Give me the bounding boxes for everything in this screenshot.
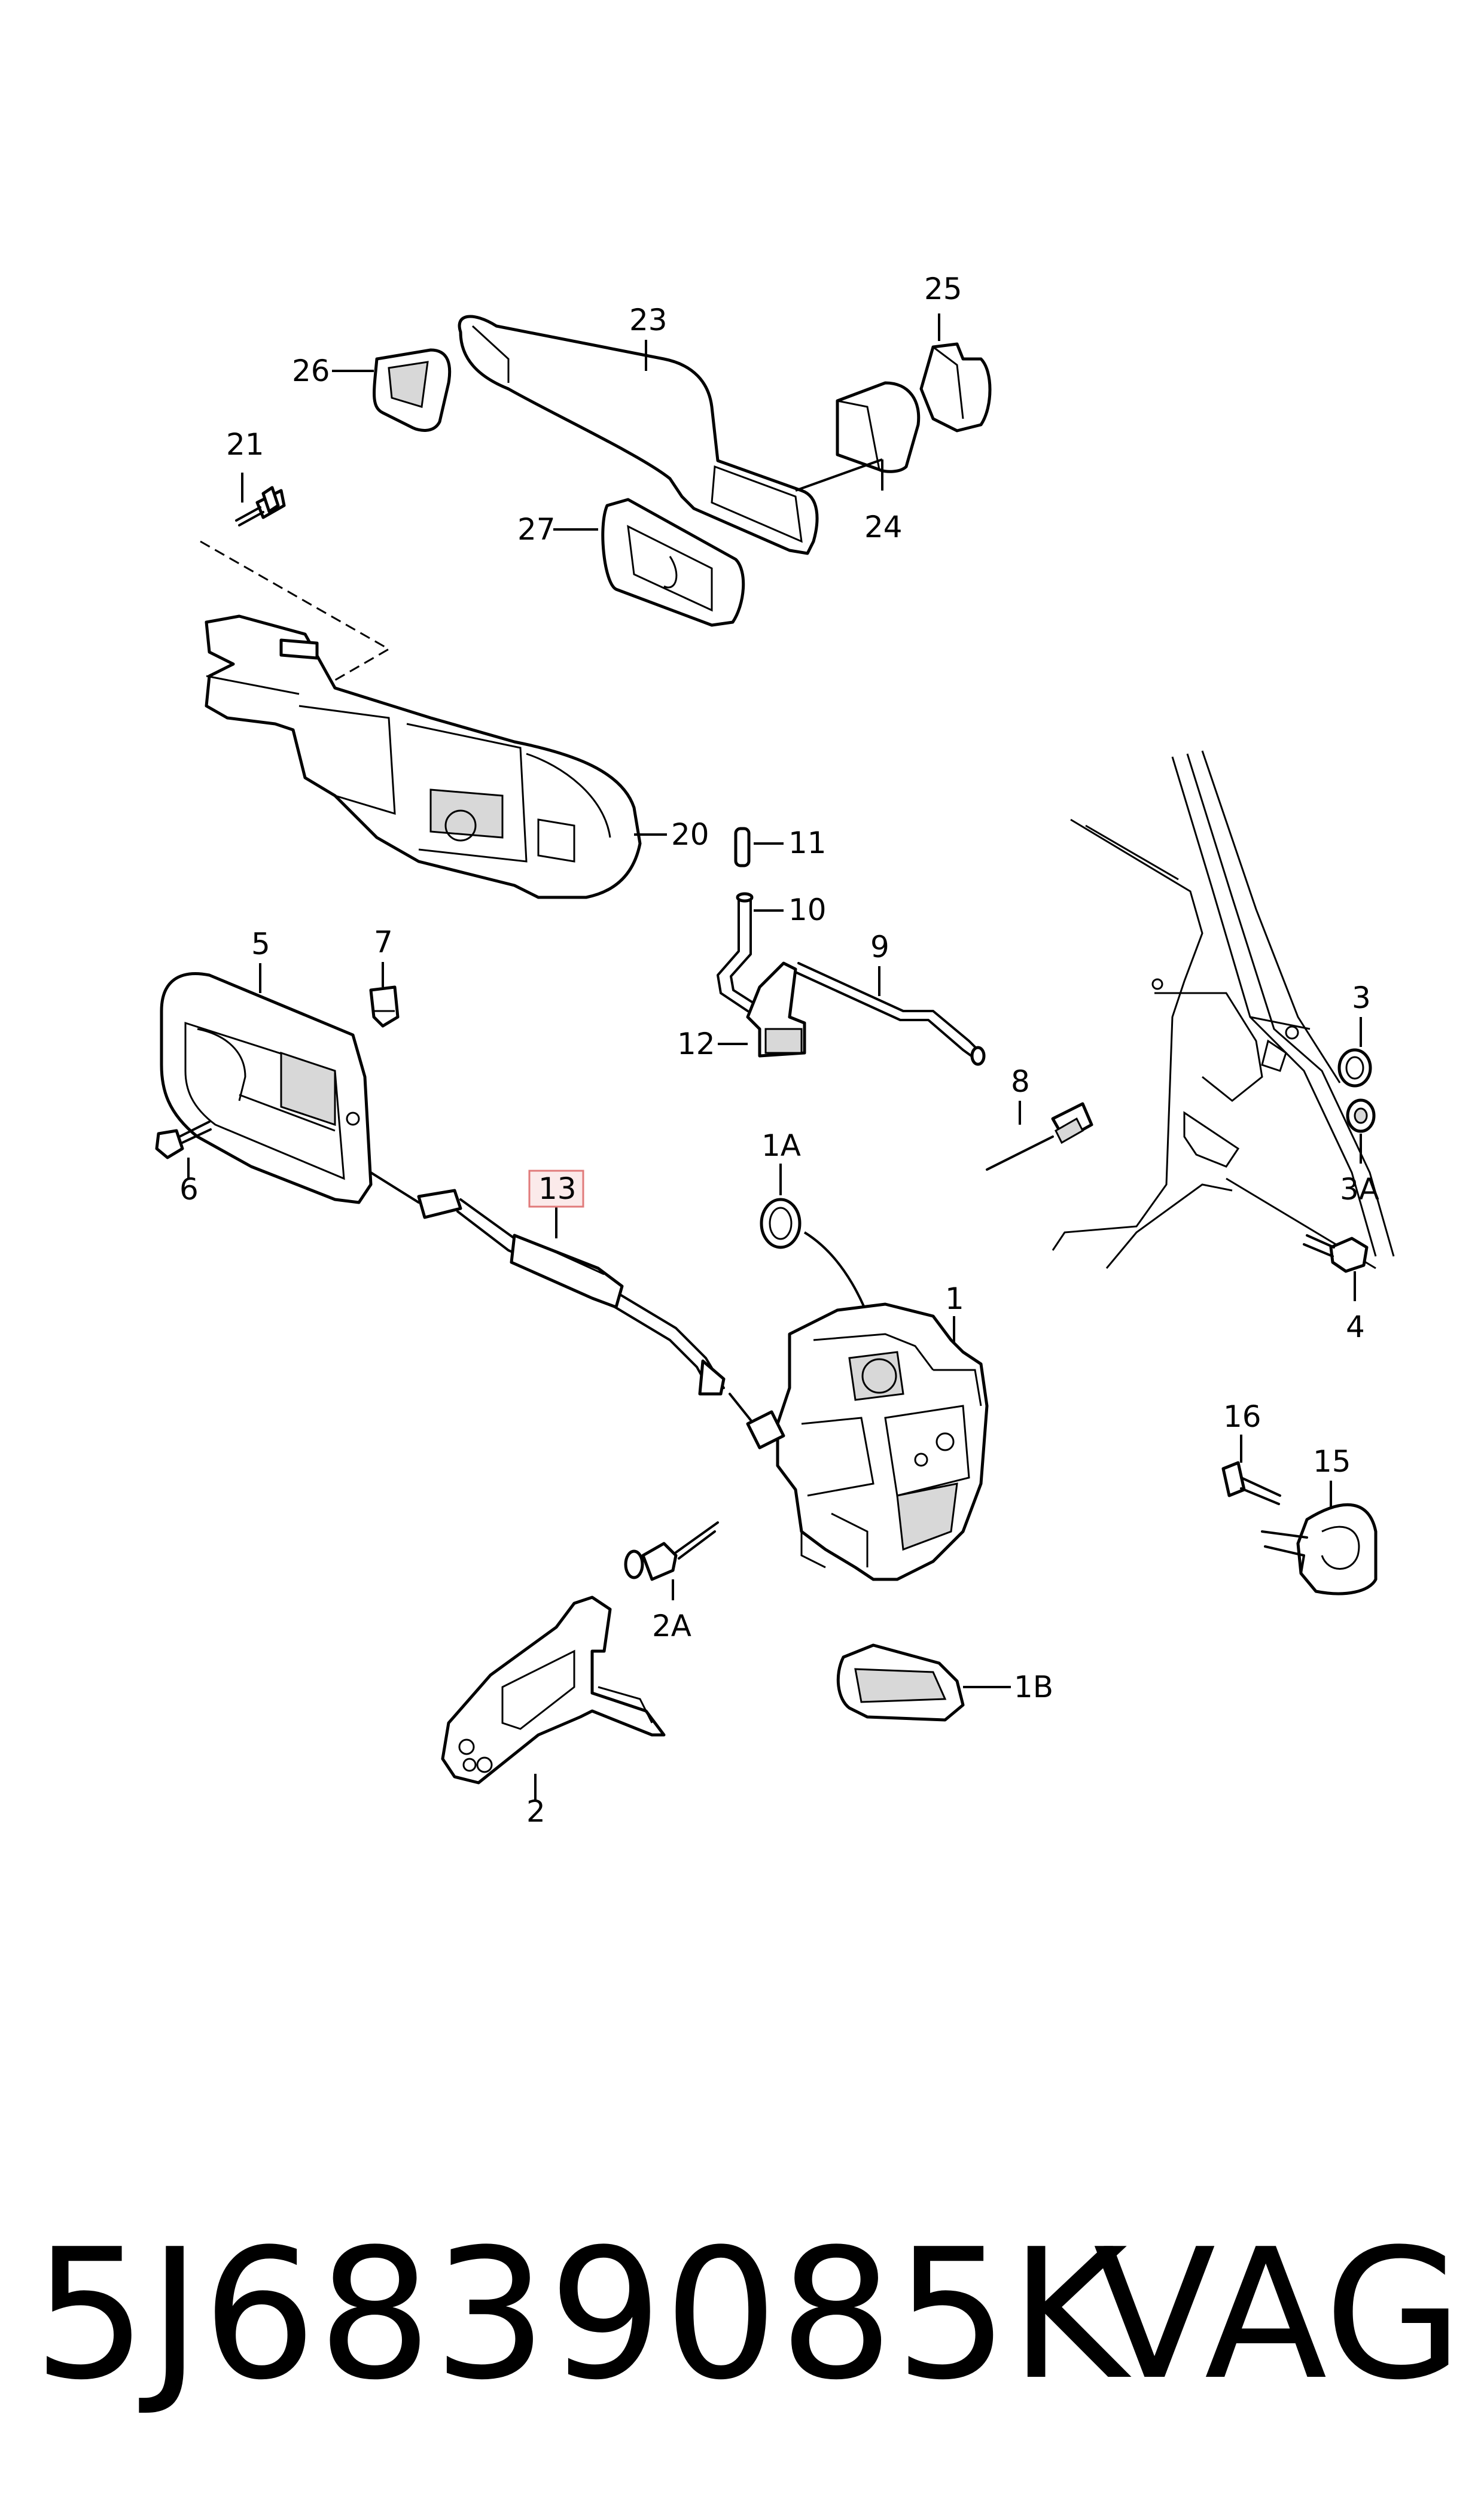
callout-10: 10	[788, 893, 827, 927]
callout-8: 8	[1011, 1064, 1030, 1099]
o-ring-3	[1337, 1048, 1372, 1088]
callout-26: 26	[292, 354, 330, 388]
pin-11	[734, 827, 751, 867]
callout-4: 4	[1346, 1310, 1365, 1344]
striker-15	[1261, 1503, 1378, 1596]
callout-13: 13	[538, 1171, 577, 1206]
callout-24: 24	[864, 510, 903, 544]
callout-1A: 1A	[761, 1128, 801, 1163]
callout-25: 25	[924, 272, 962, 306]
highlight-box-13	[528, 1170, 584, 1208]
switch-8	[986, 1102, 1093, 1171]
bolt-16	[1221, 1461, 1281, 1505]
clip-7	[369, 985, 400, 1028]
plug-2A	[624, 1521, 719, 1581]
bracket-2	[441, 1596, 666, 1785]
o-ring-1A	[760, 1198, 802, 1249]
callout-1: 1	[945, 1281, 964, 1316]
lever-12	[746, 961, 806, 1058]
callout-2: 2	[526, 1794, 546, 1829]
callout-16: 16	[1223, 1399, 1261, 1434]
screw-6	[155, 1121, 212, 1159]
callout-1B: 1B	[1014, 1670, 1053, 1704]
callout-labels: 25 23 26 21 24 27 20 11 10 9 7 5 12 8 3 …	[179, 272, 1379, 1829]
callout-3A: 3A	[1340, 1172, 1379, 1207]
exploded-parts-diagram: 25 23 26 21 24 27 20 11 10 9 7 5 12 8 3 …	[155, 272, 1395, 1829]
door-lock-assembly	[746, 1302, 989, 1581]
part-number: 5J6839085K	[33, 2211, 1129, 2419]
callout-12: 12	[677, 1027, 715, 1061]
washer-3A	[1346, 1098, 1376, 1133]
screw-21	[235, 486, 286, 526]
rod-9	[794, 962, 986, 1066]
callout-20: 20	[671, 817, 709, 852]
inner-door-handle	[160, 972, 373, 1204]
callout-23: 23	[629, 303, 668, 337]
callout-6: 6	[179, 1172, 199, 1207]
end-cap-cover	[919, 342, 992, 433]
callout-3: 3	[1352, 981, 1371, 1015]
callout-27: 27	[517, 512, 556, 547]
lock-cover-1B	[836, 1643, 965, 1722]
callout-7: 7	[374, 925, 393, 960]
callout-2A: 2A	[652, 1609, 691, 1643]
handle-pad	[373, 348, 452, 432]
bolt-4	[1303, 1234, 1369, 1273]
bowden-cable	[370, 1171, 755, 1425]
callout-9: 9	[870, 930, 889, 964]
leader-lines	[187, 313, 1362, 1801]
brand-label: VAG	[1093, 2211, 1463, 2419]
callout-21: 21	[226, 427, 264, 462]
callout-11: 11	[788, 826, 827, 860]
callout-5: 5	[251, 927, 270, 961]
end-cap	[836, 381, 921, 473]
handle-gasket	[601, 498, 745, 627]
outer-door-handle	[458, 315, 819, 555]
dashed-assembly-line	[200, 540, 391, 695]
rod-10	[717, 892, 756, 1012]
callout-15: 15	[1313, 1444, 1351, 1479]
handle-carrier	[205, 614, 642, 899]
